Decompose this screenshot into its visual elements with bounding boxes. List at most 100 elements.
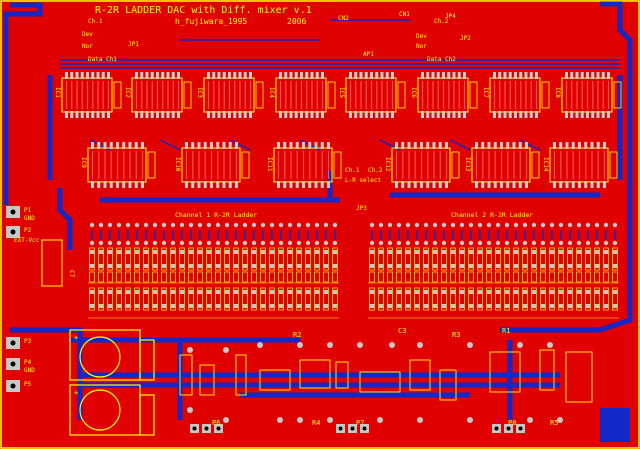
ladder-resistor — [242, 247, 248, 271]
ladder-via — [594, 222, 600, 228]
ladder-via — [531, 222, 537, 228]
power-capacitors — [69, 329, 155, 436]
ladder-via — [125, 222, 131, 228]
ladder-resistor — [224, 247, 230, 271]
ladder-resistor — [513, 287, 519, 311]
pad — [357, 342, 363, 348]
pad — [277, 417, 283, 423]
ladder-via — [152, 222, 158, 228]
label-ic13: IC13 — [464, 157, 471, 172]
ladder-resistor — [459, 247, 465, 271]
label-ic6: IC6 — [410, 87, 417, 98]
ladder-via — [585, 240, 591, 246]
channel2-banner-bg — [448, 210, 538, 219]
ladder-resistor — [260, 247, 266, 271]
ladder-via — [549, 222, 555, 228]
component — [359, 371, 401, 393]
ladder-resistor — [549, 287, 555, 311]
ladder-via — [278, 222, 284, 228]
ladder-via — [378, 240, 384, 246]
ladder-via — [612, 240, 618, 246]
ladder-resistor — [405, 247, 411, 271]
ladder-via — [540, 240, 546, 246]
ladder-via — [233, 240, 239, 246]
ladder-resistor — [269, 287, 275, 311]
ladder-resistor — [89, 247, 95, 271]
channel1-banner-bg — [172, 210, 262, 219]
ladder-via — [314, 240, 320, 246]
ladder-resistor — [513, 247, 519, 271]
ladder-resistor — [405, 287, 411, 311]
ladder-resistor — [486, 247, 492, 271]
ladder-via — [585, 222, 591, 228]
ladder-via — [495, 222, 501, 228]
pad — [377, 417, 383, 423]
ic-ic14: IC14 — [542, 142, 618, 188]
ladder-resistor — [134, 247, 140, 271]
ladder-resistor — [125, 247, 131, 271]
ladder-resistor — [161, 287, 167, 311]
ladder-via — [89, 222, 95, 228]
label-p5: P5 — [24, 381, 32, 388]
ladder-via — [603, 240, 609, 246]
ladder-resistor — [260, 287, 266, 311]
component — [439, 369, 457, 401]
ladder-via — [405, 240, 411, 246]
ladder-resistor — [549, 247, 555, 271]
ladder-resistor — [423, 287, 429, 311]
ladder-resistor — [116, 287, 122, 311]
ladder-via — [486, 222, 492, 228]
label-ch1: Ch.1 — [88, 18, 103, 25]
label-gnd-1: GND — [24, 215, 35, 222]
ladder-via — [242, 222, 248, 228]
ladder-resistor — [594, 247, 600, 271]
ladder-resistor — [152, 247, 158, 271]
ladder-via — [567, 240, 573, 246]
component — [179, 354, 193, 396]
label-p1: P1 — [24, 207, 32, 214]
ladder-resistor — [179, 287, 185, 311]
ladder-via — [522, 222, 528, 228]
ladder-resistor — [414, 287, 420, 311]
pad — [297, 342, 303, 348]
board-author: h_fujiwara_1995 — [175, 17, 247, 26]
pad — [327, 342, 333, 348]
left-connectors — [6, 206, 630, 442]
ladder-via — [486, 240, 492, 246]
ladder-resistor — [612, 247, 618, 271]
ladder-resistor — [323, 287, 329, 311]
ladder-via — [323, 222, 329, 228]
ladder-resistor — [603, 287, 609, 311]
ladder-via — [242, 240, 248, 246]
ladder-via — [170, 240, 176, 246]
ladder-via — [98, 222, 104, 228]
ladder-via — [179, 240, 185, 246]
ic-ic2: IC2 — [124, 72, 192, 118]
ladder-resistor — [522, 247, 528, 271]
ladder-resistor — [504, 287, 510, 311]
pad — [417, 417, 423, 423]
label-jp4: JP4 — [445, 13, 456, 20]
ladder-resistor — [441, 247, 447, 271]
ladder-resistor — [332, 247, 338, 271]
ladder-via — [224, 240, 230, 246]
ladder-resistor — [531, 247, 537, 271]
ladder-via — [197, 222, 203, 228]
label-ic9: IC9 — [80, 157, 87, 168]
ladder-via — [269, 240, 275, 246]
ladder-resistor — [468, 247, 474, 271]
component — [199, 364, 215, 396]
ladder-resistor — [504, 247, 510, 271]
ladder-via — [531, 240, 537, 246]
label-ic4: IC4 — [268, 87, 275, 98]
ladder-via — [188, 240, 194, 246]
ladder-resistor — [612, 287, 618, 311]
ladder-resistor — [450, 247, 456, 271]
ladder-via — [332, 222, 338, 228]
ladder-via — [269, 222, 275, 228]
ladder-resistor — [161, 247, 167, 271]
pad — [187, 407, 193, 413]
ladder-resistor — [116, 247, 122, 271]
pad — [417, 342, 423, 348]
